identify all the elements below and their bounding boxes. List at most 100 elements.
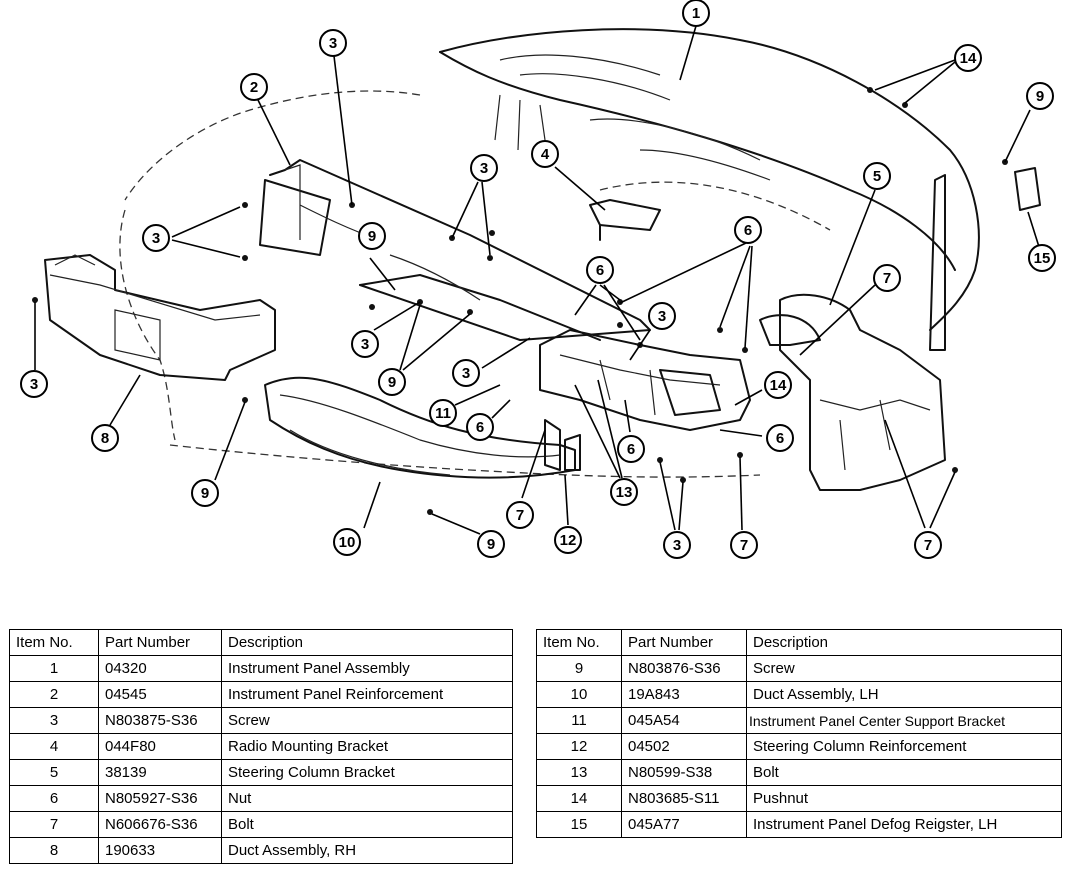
description: Instrument Panel Center Support Bracket — [746, 707, 1062, 734]
callout-12: 12 — [554, 526, 582, 554]
callout-9b: 9 — [358, 222, 386, 250]
svg-text:3: 3 — [658, 308, 666, 325]
callout-3g: 3 — [648, 302, 676, 330]
table-header-row: Item No. Part Number Description — [9, 629, 513, 656]
svg-text:9: 9 — [487, 536, 495, 553]
item-no: 4 — [9, 733, 99, 760]
description: Nut — [221, 785, 513, 812]
leader-lines — [34, 25, 1041, 535]
svg-text:10: 10 — [339, 534, 356, 551]
callout-9d: 9 — [191, 479, 219, 507]
defog-register-drawing — [1014, 167, 1041, 211]
svg-text:9: 9 — [388, 374, 396, 391]
svg-text:7: 7 — [883, 270, 891, 287]
svg-text:7: 7 — [924, 537, 932, 554]
part-number: 190633 — [98, 837, 222, 864]
exploded-view-diagram: 1 2 3 3 3 3 3 3 3 3 3 4 5 6 6 6 6 6 6 7 … — [20, 0, 1056, 559]
callout-15: 15 — [1028, 244, 1056, 272]
svg-text:9: 9 — [201, 485, 209, 502]
callout-9e: 9 — [477, 530, 505, 558]
callout-14a: 14 — [954, 44, 982, 72]
svg-text:7: 7 — [516, 507, 524, 524]
description: Duct Assembly, LH — [746, 681, 1062, 708]
item-no: 13 — [536, 759, 622, 786]
callout-3f: 3 — [452, 359, 480, 387]
description: Steering Column Reinforcement — [746, 733, 1062, 760]
callout-3d: 3 — [20, 370, 48, 398]
item-no: 5 — [9, 759, 99, 786]
callout-1: 1 — [682, 0, 710, 27]
description: Bolt — [746, 759, 1062, 786]
svg-text:14: 14 — [960, 50, 977, 67]
callout-6e: 6 — [766, 424, 794, 452]
center-support-drawing — [539, 329, 751, 471]
callout-8: 8 — [91, 424, 119, 452]
callout-3e: 3 — [351, 330, 379, 358]
callout-9a: 9 — [1026, 82, 1054, 110]
callout-7a: 7 — [873, 264, 901, 292]
svg-text:14: 14 — [770, 377, 787, 394]
description: Instrument Panel Defog Reigster, LH — [746, 811, 1062, 838]
item-no: 6 — [9, 785, 99, 812]
header-item-no: Item No. — [9, 629, 99, 656]
part-number: 044F80 — [98, 733, 222, 760]
description: Screw — [221, 707, 513, 734]
callout-2: 2 — [240, 73, 268, 101]
steering-column-bracket-drawing — [759, 293, 946, 491]
header-description: Description — [221, 629, 513, 656]
svg-text:15: 15 — [1034, 250, 1051, 267]
item-no: 14 — [536, 785, 622, 812]
part-number: 04502 — [621, 733, 747, 760]
svg-text:3: 3 — [30, 376, 38, 393]
part-number: 04545 — [98, 681, 222, 708]
callout-6a: 6 — [734, 216, 762, 244]
callout-5: 5 — [863, 162, 891, 190]
callout-3b: 3 — [142, 224, 170, 252]
callout-14b: 14 — [764, 371, 792, 399]
panel-reinforcement-drawing — [259, 159, 651, 341]
item-no: 7 — [9, 811, 99, 838]
description: Bolt — [221, 811, 513, 838]
svg-text:12: 12 — [560, 532, 577, 549]
svg-text:13: 13 — [616, 484, 633, 501]
callout-3a: 3 — [319, 29, 347, 57]
svg-text:6: 6 — [476, 419, 484, 436]
item-no: 2 — [9, 681, 99, 708]
header-item-no: Item No. — [536, 629, 622, 656]
part-number: N80599-S38 — [621, 759, 747, 786]
header-description: Description — [746, 629, 1062, 656]
part-number: 38139 — [98, 759, 222, 786]
svg-text:6: 6 — [596, 262, 604, 279]
callout-13: 13 — [610, 478, 638, 506]
svg-text:8: 8 — [101, 430, 109, 447]
duct-rh-drawing — [44, 254, 276, 381]
callout-7c: 7 — [730, 531, 758, 559]
item-no: 3 — [9, 707, 99, 734]
svg-text:3: 3 — [673, 537, 681, 554]
callout-4: 4 — [531, 140, 559, 168]
panel-end-bracket-drawing — [929, 174, 946, 351]
description: Screw — [746, 655, 1062, 682]
item-no: 15 — [536, 811, 622, 838]
callout-6d: 6 — [617, 435, 645, 463]
svg-text:1: 1 — [692, 5, 700, 22]
part-number: 045A54 — [621, 707, 747, 734]
svg-text:5: 5 — [873, 168, 881, 185]
description: Radio Mounting Bracket — [221, 733, 513, 760]
callout-11: 11 — [429, 399, 457, 427]
item-no: 12 — [536, 733, 622, 760]
part-number: 04320 — [98, 655, 222, 682]
description: Steering Column Bracket — [221, 759, 513, 786]
svg-text:3: 3 — [480, 160, 488, 177]
part-number: N606676-S36 — [98, 811, 222, 838]
